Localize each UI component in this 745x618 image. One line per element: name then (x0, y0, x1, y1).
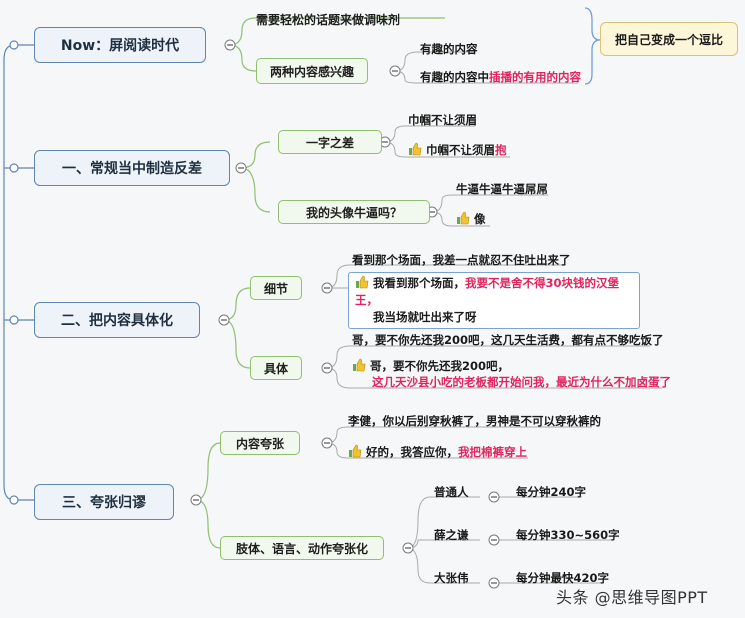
thumbs-up-icon (356, 275, 369, 289)
leaf-interesting-content: 有趣的内容 (420, 42, 478, 56)
thumbs-up-icon (353, 358, 366, 372)
sub-node-two-content[interactable]: 两种内容感兴趣 (256, 58, 368, 84)
leaf-speaker-ordinary: 普通人 (434, 485, 469, 499)
watermark: 头条 @思维导图PPT (556, 588, 708, 607)
sub-node-avatar[interactable]: 我的头像牛逼吗？ (278, 200, 430, 224)
sub-node-specific[interactable]: 具体 (250, 356, 302, 380)
sub-node-body-exaggeration[interactable]: 肢体、语言、动作夸张化 (220, 536, 384, 560)
leaf-speed-xue: 每分钟330~560字 (516, 528, 620, 542)
leaf-specific-funny: 哥，要不你先还我200吧， 这几天沙县小吃的老板都开始问我，最近为什么不加卤蛋了 (352, 358, 671, 390)
leaf-speed-da: 每分钟最快420字 (516, 571, 610, 585)
main-node-now[interactable]: Now：屏阅读时代 (34, 27, 206, 63)
leaf-content-original: 李健，你以后别穿秋裤了，男神是不可以穿秋裤的 (348, 414, 601, 428)
leaf-interesting-useful: 有趣的内容中插播的有用的内容 (420, 70, 581, 84)
leaf-detail-original: 看到那个场面，我差一点就忍不住吐出来了 (352, 253, 571, 267)
leaf-speed-ordinary: 每分钟240字 (516, 485, 587, 499)
main-node-exaggeration[interactable]: 三、夸张归谬 (34, 484, 174, 520)
leaf-avatar-compliment: 牛逼牛逼牛逼屌屌 (456, 182, 548, 196)
sub-node-content-exaggeration[interactable]: 内容夸张 (220, 431, 300, 455)
leaf-speaker-xue: 薛之谦 (434, 528, 469, 542)
leaf-specific-original: 哥，要不你先还我200吧，这几天生活费，都有点不够吃饭了 (352, 333, 664, 347)
main-node-contrast[interactable]: 一、常规当中制造反差 (34, 150, 230, 186)
leaf-avatar-reply: 像 (456, 211, 486, 227)
sub-node-light-topic[interactable]: 需要轻松的话题来做调味剂 (256, 12, 401, 27)
thumbs-up-icon (457, 211, 470, 225)
leaf-funny-phrase: 巾帼不让须眉抱 (408, 142, 507, 158)
leaf-content-funny: 好的，我答应你，我把棉裤穿上 (348, 444, 527, 460)
leaf-detail-funny: 我看到那个场面，我要不是舍不得30块钱的汉堡王， 我当场就吐出来了呀 (348, 272, 640, 329)
sub-node-one-word[interactable]: 一字之差 (278, 130, 382, 154)
main-node-concrete[interactable]: 二、把内容具体化 (34, 302, 200, 338)
leaf-original-phrase: 巾帼不让须眉 (408, 113, 477, 127)
leaf-speaker-da: 大张伟 (434, 571, 469, 585)
thumbs-up-icon (349, 444, 362, 458)
thumbs-up-icon (409, 142, 422, 156)
callout-be-funny: 把自己变成一个逗比 (600, 22, 738, 56)
sub-node-detail[interactable]: 细节 (250, 276, 302, 300)
